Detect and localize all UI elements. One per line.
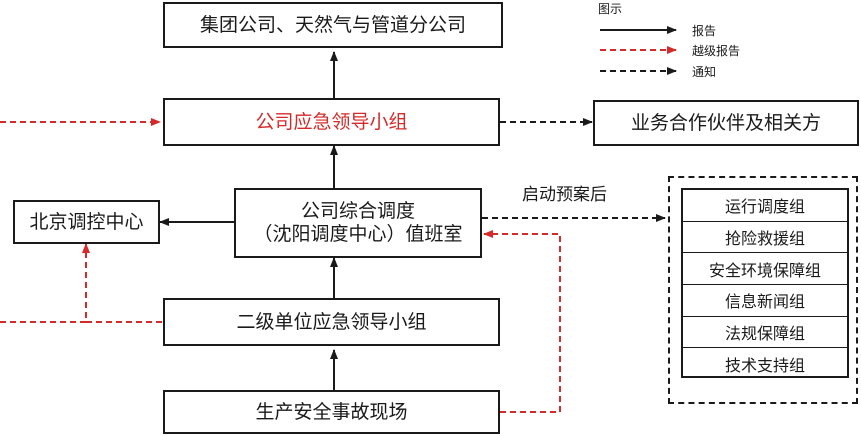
response-teams-panel <box>668 176 858 404</box>
arrow-site-to-dispatch <box>483 230 561 413</box>
response-teams-list: 运行调度组 抢险救援组 安全环境保障组 信息新闻组 法规保障组 技术支持组 <box>681 188 849 378</box>
beijing-label: 北京调控中心 <box>29 210 144 233</box>
legend-report-label: 报告 <box>692 24 717 38</box>
team-item: 抢险救援组 <box>683 222 847 254</box>
secondary-leader-label: 二级单位应急领导小组 <box>236 310 427 333</box>
legend-title: 图示 <box>598 2 623 16</box>
edge-label-plan-activated: 启动预案后 <box>522 185 607 205</box>
secondary-leader-box: 二级单位应急领导小组 <box>163 298 500 346</box>
arrow-secondary-to-beijing <box>0 243 90 323</box>
accident-site-box: 生产安全事故现场 <box>163 390 500 434</box>
team-item: 运行调度组 <box>683 190 847 222</box>
legend-notify-label: 通知 <box>692 65 717 79</box>
team-item: 法规保障组 <box>683 317 847 349</box>
group-company-box: 集团公司、天然气与管道分公司 <box>163 2 503 48</box>
partners-box: 业务合作伙伴及相关方 <box>593 100 859 146</box>
team-item: 安全环境保障组 <box>683 253 847 285</box>
team-item: 技术支持组 <box>724 356 805 376</box>
dispatch-box: 公司综合调度 （沈阳调度中心）值班室 <box>234 188 482 258</box>
accident-site-label: 生产安全事故现场 <box>255 400 408 423</box>
legend-skip-report-label: 越级报告 <box>692 44 741 58</box>
team-item: 信息新闻组 <box>683 285 847 317</box>
emergency-leader-box: 公司应急领导小组 <box>163 98 500 146</box>
dispatch-label-line1: 公司综合调度 <box>300 200 415 223</box>
partners-label: 业务合作伙伴及相关方 <box>630 111 821 134</box>
dispatch-label-line2: （沈阳调度中心）值班室 <box>253 223 463 245</box>
emergency-leader-label: 公司应急领导小组 <box>255 110 408 133</box>
group-company-label: 集团公司、天然气与管道分公司 <box>199 13 466 36</box>
beijing-box: 北京调控中心 <box>13 200 160 244</box>
